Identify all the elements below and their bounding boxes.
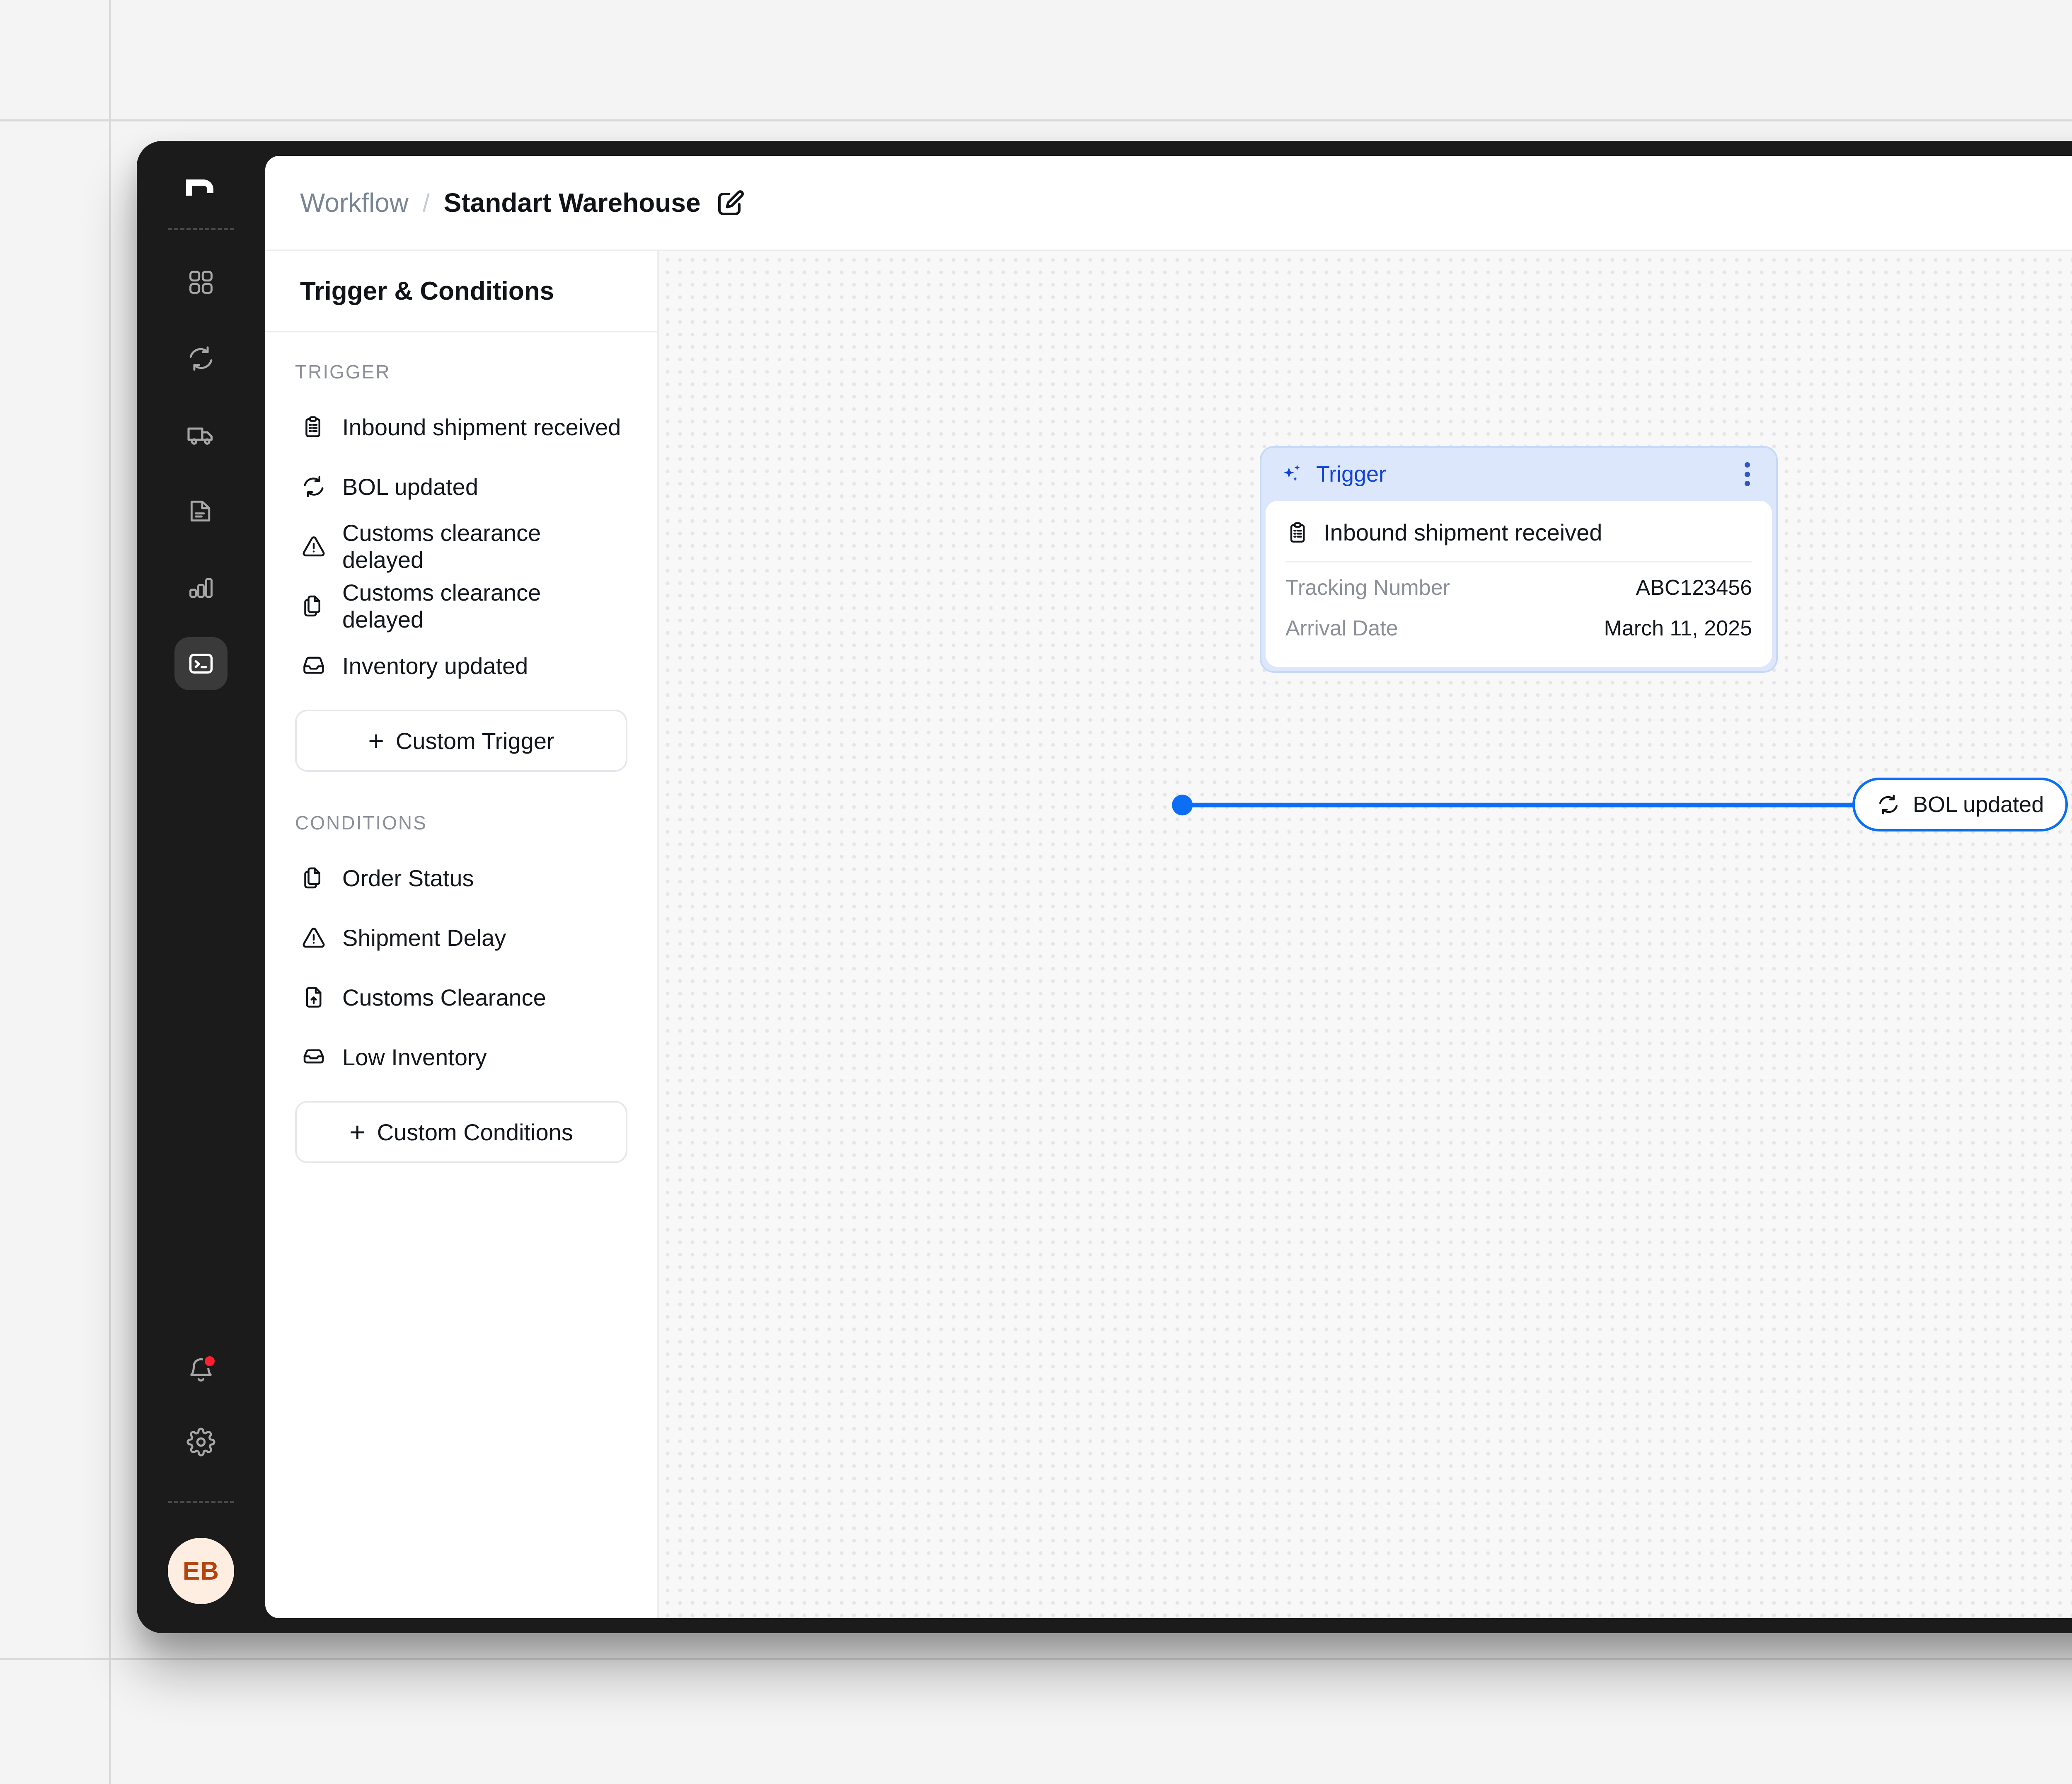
avatar[interactable]: EB [168,1538,234,1604]
list-item-label: BOL updated [342,473,478,500]
node-trigger-body-title-row: Inbound shipment received [1285,519,1752,561]
sidebar-item-notifications[interactable] [174,1344,228,1397]
kebab-menu-icon[interactable] [1735,459,1760,490]
file-upload-icon [300,984,327,1011]
bar-chart-icon [187,573,215,601]
backdrop-gridline-vertical [109,0,111,1784]
breadcrumb-separator: / [422,189,430,217]
main-surface: Workflow / Standart Warehouse Preview Up… [265,156,2072,1618]
stacked-boxes-icon [300,1043,327,1071]
edge-pill-bol-updated[interactable]: BOL updated [1852,778,2068,831]
list-item-label: Inventory updated [342,652,528,679]
node-trigger-body-title: Inbound shipment received [1324,519,1602,545]
brand-logo-icon[interactable] [176,166,226,216]
clipboard-list-icon [1285,520,1311,545]
list-item[interactable]: Inbound shipment received [295,397,627,457]
breadcrumb-current: Standart Warehouse [443,188,701,218]
row-key: Arrival Date [1285,616,1398,640]
add-custom-trigger-label: Custom Trigger [395,727,554,754]
left-nav-rail: EB [137,141,265,1633]
nav-divider-bottom [168,1501,234,1503]
grid-dashboard-icon [187,268,215,296]
panel-body: TRIGGER Inbound shipment received [265,332,657,1163]
workflow-canvas[interactable]: BOL updated Trigger [659,251,2072,1618]
panel-title: Trigger & Conditions [265,251,657,332]
row-value: ABC123456 [1636,576,1752,600]
content-area: Trigger & Conditions TRIGGER Inbound shi… [265,251,2072,1618]
copy-files-icon [300,864,327,892]
list-item[interactable]: Inventory updated [295,636,627,696]
backdrop-gridline-horizontal [0,119,2072,121]
list-item-label: Customs Clearance [342,984,546,1011]
notification-badge-dot [203,1354,217,1368]
row-key: Tracking Number [1285,576,1450,600]
clipboard-list-icon [300,413,327,441]
list-item[interactable]: Customs clearance delayed [295,576,627,636]
list-item[interactable]: Customs clearance delayed [295,516,627,576]
add-custom-trigger-button[interactable]: + Custom Trigger [295,710,627,772]
list-item-label: Inbound shipment received [342,414,621,440]
edit-square-icon[interactable] [714,186,747,219]
sync-refresh-icon [1876,793,1900,817]
list-item[interactable]: Shipment Delay [295,908,627,967]
list-item[interactable]: Low Inventory [295,1027,627,1087]
node-trigger-header: Trigger [1261,448,1776,501]
sidebar-item-dashboard[interactable] [174,256,228,309]
edge-port-trigger-out [1172,795,1193,816]
app-window: EB Workflow / Standart Warehouse Preview… [137,141,2072,1633]
list-item-label: Customs clearance delayed [342,579,541,633]
list-item-label: Shipment Delay [342,924,506,951]
sidebar-item-documents[interactable] [174,485,228,538]
plus-icon: + [368,725,384,756]
top-header-bar: Workflow / Standart Warehouse Preview Up… [265,156,2072,251]
list-item-label: Low Inventory [342,1044,487,1070]
nav-divider-top [168,228,234,230]
gear-icon [186,1428,215,1457]
add-custom-conditions-button[interactable]: + Custom Conditions [295,1101,627,1163]
breadcrumb-parent[interactable]: Workflow [300,188,409,218]
list-item[interactable]: Customs Clearance [295,967,627,1027]
list-item[interactable]: Order Status [295,848,627,908]
list-item-label: Customs clearance delayed [342,520,541,573]
node-trigger-title: Trigger [1316,462,1387,487]
list-item[interactable]: BOL updated [295,457,627,516]
table-row: Arrival Date March 11, 2025 [1285,608,1752,649]
sidebar-item-shipments[interactable] [174,408,228,461]
plus-icon: + [349,1117,366,1147]
terminal-icon [187,650,215,678]
trigger-conditions-panel: Trigger & Conditions TRIGGER Inbound shi… [265,251,659,1618]
document-icon [187,497,215,525]
sidebar-item-sync[interactable] [174,332,228,385]
node-divider [1285,561,1752,562]
workflow-edges [1172,795,1862,816]
sync-refresh-icon [186,344,215,373]
node-trigger-body: Inbound shipment received Tracking Numbe… [1266,501,1772,667]
warning-triangle-icon [300,924,327,951]
list-item-label: Order Status [342,865,474,891]
sync-refresh-icon [300,473,327,500]
edge-pill-label: BOL updated [1913,792,2044,817]
backdrop-gridline-horizontal [0,1658,2072,1660]
sidebar-item-workflows[interactable] [174,637,228,690]
nav-primary-items [174,256,228,690]
sidebar-item-analytics[interactable] [174,561,228,614]
row-value: March 11, 2025 [1604,616,1752,640]
truck-icon [186,420,216,450]
node-trigger[interactable]: Trigger [1260,446,1778,673]
table-row: Tracking Number ABC123456 [1285,567,1752,608]
sparkles-icon [1280,461,1305,487]
avatar-initials: EB [182,1556,220,1585]
panel-section-gap [295,772,627,812]
nav-secondary-items: EB [168,1344,234,1604]
inbox-tray-icon [300,652,327,679]
sidebar-item-settings[interactable] [174,1416,228,1469]
trigger-section-label: TRIGGER [295,361,391,383]
warning-triangle-icon [300,533,327,560]
add-custom-conditions-label: Custom Conditions [377,1119,573,1145]
copy-files-icon [300,592,327,620]
conditions-section-label: CONDITIONS [295,812,427,834]
